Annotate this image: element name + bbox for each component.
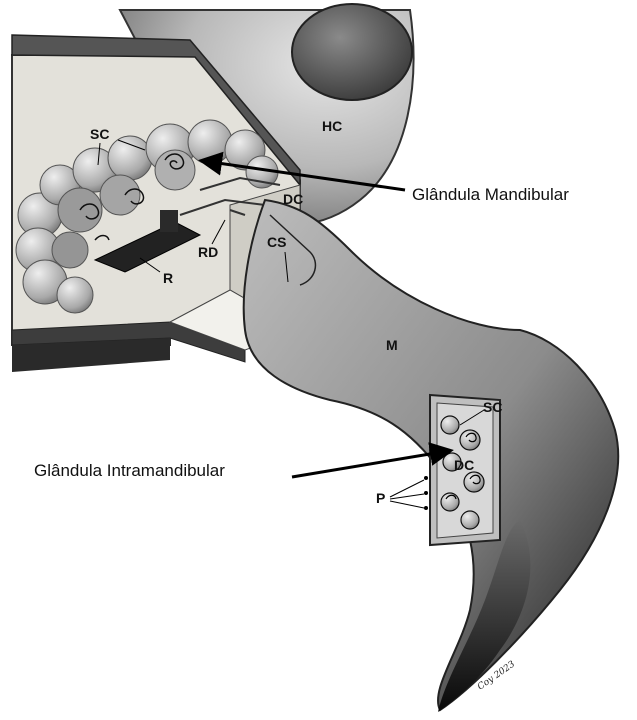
- label-dc-top: DC: [283, 191, 303, 207]
- label-m: M: [386, 337, 398, 353]
- label-cs: CS: [267, 234, 286, 250]
- label-r: R: [163, 270, 173, 286]
- callout-mandibular: Glândula Mandibular: [412, 185, 569, 204]
- label-sc-top: SC: [90, 126, 109, 142]
- callout-arrow-intramandibular: [292, 451, 448, 477]
- label-rd: RD: [198, 244, 218, 260]
- compound-eye: [292, 4, 412, 100]
- label-dc-bottom: DC: [454, 457, 474, 473]
- label-p: P: [376, 490, 385, 506]
- callout-intramandibular: Glândula Intramandibular: [34, 461, 225, 480]
- label-sc-bottom: SC: [483, 399, 502, 415]
- reservoir-block: [160, 210, 178, 232]
- pores: [424, 476, 428, 510]
- label-hc: HC: [322, 118, 342, 134]
- pointer-p-3: [390, 501, 424, 508]
